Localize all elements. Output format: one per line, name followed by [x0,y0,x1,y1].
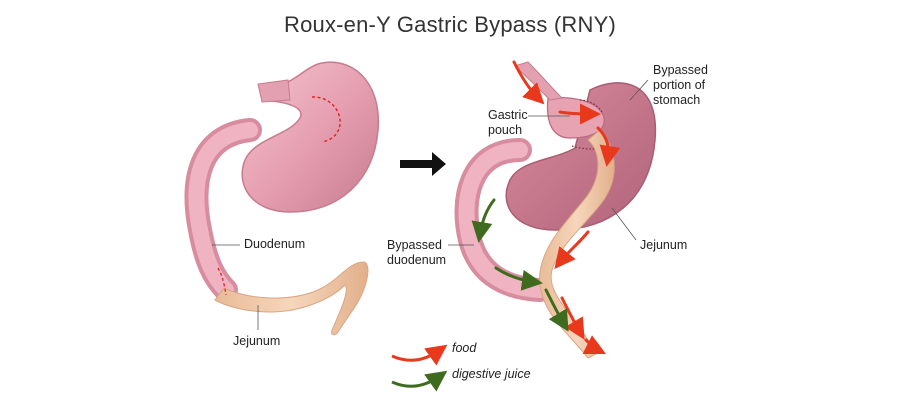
label-bypassed-stomach-line3: stomach [653,93,708,108]
legend-digestive-juice: digestive juice [452,367,531,381]
transition-arrow-icon [400,152,446,176]
bypass-stomach [467,62,656,358]
label-bypassed-stomach-line2: portion of [653,78,708,93]
label-gastric-pouch-line2: pouch [488,123,528,138]
label-bypassed-duodenum: Bypassed duodenum [387,238,446,268]
legend-food-arrow-icon [392,350,440,360]
label-jejunum-right: Jejunum [640,238,687,253]
label-gastric-pouch-line1: Gastric [488,108,528,123]
label-bypassed-stomach: Bypassed portion of stomach [653,63,708,108]
legend-juice-arrow-icon [392,376,440,386]
label-bypassed-duodenum-line1: Bypassed [387,238,446,253]
label-gastric-pouch: Gastric pouch [488,108,528,138]
label-bypassed-duodenum-line2: duodenum [387,253,446,268]
label-bypassed-stomach-line1: Bypassed [653,63,708,78]
normal-stomach [197,62,379,335]
label-duodenum: Duodenum [244,237,305,252]
legend-food: food [452,341,476,355]
label-jejunum-left: Jejunum [233,334,280,349]
